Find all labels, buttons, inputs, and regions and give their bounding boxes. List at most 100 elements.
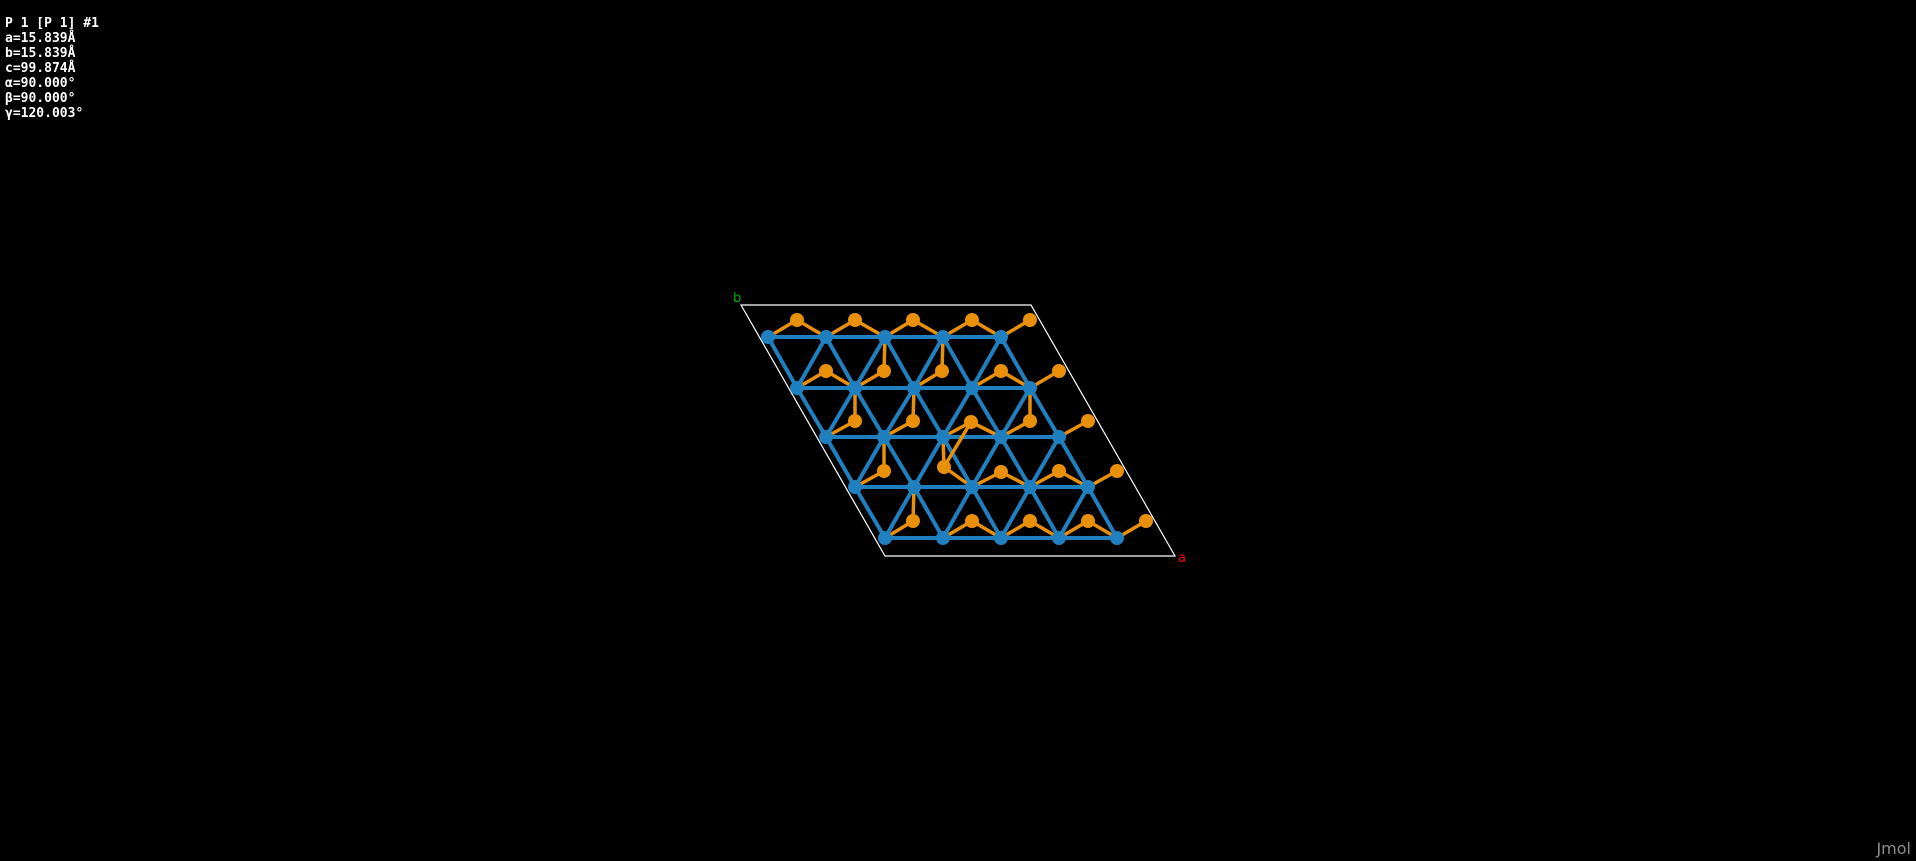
- blue-atom[interactable]: [994, 330, 1008, 344]
- blue-bond: [883, 485, 916, 540]
- blue-atom[interactable]: [848, 381, 862, 395]
- blue-atom[interactable]: [790, 381, 804, 395]
- blue-bond: [882, 435, 916, 489]
- blue-atom[interactable]: [819, 430, 833, 444]
- orange-atom[interactable]: [994, 364, 1008, 378]
- blue-atom[interactable]: [907, 381, 921, 395]
- blue-bond: [824, 335, 857, 390]
- blue-bond: [795, 386, 828, 439]
- blue-atom[interactable]: [936, 531, 950, 545]
- unit-cell-outline: [739, 304, 1177, 557]
- cell-a-label: a=15.839Å: [5, 31, 76, 46]
- blue-bond: [853, 386, 886, 439]
- blue-bond: [883, 335, 916, 390]
- orange-atom[interactable]: [1081, 414, 1095, 428]
- unit-cell-info: P 1 [P 1] #1 a=15.839Å b=15.839Å c=99.87…: [5, 16, 99, 121]
- blue-bond: [824, 435, 857, 489]
- orange-atom[interactable]: [819, 364, 833, 378]
- orange-bond: [942, 420, 973, 469]
- blue-bond: [941, 435, 974, 489]
- cell-alpha-label: α=90.000°: [5, 76, 76, 91]
- blue-bond: [941, 386, 974, 439]
- blue-atom[interactable]: [848, 480, 862, 494]
- blue-bond: [1028, 485, 1061, 540]
- blue-atom[interactable]: [907, 480, 921, 494]
- orange-atom[interactable]: [877, 464, 891, 478]
- cell-beta-label: β=90.000°: [5, 91, 76, 106]
- orange-atom[interactable]: [965, 313, 979, 327]
- blue-atom[interactable]: [994, 531, 1008, 545]
- blue-bond: [941, 485, 974, 540]
- blue-bond: [970, 435, 1003, 489]
- blue-bond: [970, 485, 1003, 540]
- orange-atom[interactable]: [1052, 364, 1066, 378]
- blue-atom[interactable]: [878, 531, 892, 545]
- blue-bond: [999, 386, 1032, 439]
- blue-atom[interactable]: [965, 480, 979, 494]
- orange-atom[interactable]: [906, 514, 920, 528]
- space-group-label: P 1 [P 1] #1: [5, 16, 99, 31]
- orange-atom[interactable]: [848, 313, 862, 327]
- orange-atom[interactable]: [1139, 514, 1153, 528]
- blue-atom[interactable]: [994, 430, 1008, 444]
- atom-layer: [761, 313, 1153, 545]
- blue-bond: [912, 485, 945, 540]
- blue-atom[interactable]: [965, 381, 979, 395]
- cell-gamma-label: γ=120.003°: [5, 106, 84, 121]
- blue-atom[interactable]: [1023, 480, 1037, 494]
- orange-atom[interactable]: [848, 414, 862, 428]
- blue-bond: [1086, 485, 1119, 540]
- orange-atom[interactable]: [1023, 514, 1037, 528]
- blue-bond: [970, 386, 1003, 439]
- blue-bond: [882, 386, 916, 439]
- blue-atom[interactable]: [1023, 381, 1037, 395]
- blue-bond: [1057, 435, 1090, 489]
- blue-atom[interactable]: [1110, 531, 1124, 545]
- blue-bond: [853, 485, 887, 540]
- blue-atom[interactable]: [936, 430, 950, 444]
- axis-a-label: a: [1178, 551, 1186, 566]
- blue-bond: [766, 335, 799, 390]
- jmol-watermark: Jmol: [1876, 839, 1911, 858]
- blue-bond: [970, 335, 1003, 390]
- orange-atom[interactable]: [935, 364, 949, 378]
- blue-atom[interactable]: [1052, 430, 1066, 444]
- orange-atom[interactable]: [1081, 514, 1095, 528]
- blue-atom[interactable]: [1052, 531, 1066, 545]
- bond-layer: [766, 318, 1148, 540]
- orange-atom[interactable]: [1023, 313, 1037, 327]
- blue-bond: [853, 335, 887, 390]
- blue-bond: [999, 435, 1032, 489]
- orange-atom[interactable]: [906, 313, 920, 327]
- blue-atom[interactable]: [878, 330, 892, 344]
- blue-bond: [1028, 435, 1061, 489]
- blue-bond: [824, 386, 857, 439]
- cell-c-label: c=99.874Å: [5, 61, 76, 76]
- blue-bond: [1057, 485, 1090, 540]
- blue-atom[interactable]: [936, 330, 950, 344]
- blue-bond: [912, 335, 945, 390]
- orange-atom[interactable]: [1110, 464, 1124, 478]
- cell-b-label: b=15.839Å: [5, 46, 76, 61]
- orange-atom[interactable]: [994, 465, 1008, 479]
- orange-atom[interactable]: [964, 415, 978, 429]
- axis-b-label: b: [733, 291, 741, 306]
- orange-atom[interactable]: [937, 460, 951, 474]
- orange-atom[interactable]: [965, 514, 979, 528]
- orange-atom[interactable]: [877, 364, 891, 378]
- blue-atom[interactable]: [877, 430, 891, 444]
- blue-bond: [1028, 386, 1061, 439]
- orange-atom[interactable]: [790, 313, 804, 327]
- orange-atom[interactable]: [1052, 464, 1066, 478]
- orange-atom[interactable]: [906, 414, 920, 428]
- blue-bond: [912, 386, 945, 439]
- blue-atom[interactable]: [761, 330, 775, 344]
- orange-atom[interactable]: [1023, 414, 1037, 428]
- blue-atom[interactable]: [819, 330, 833, 344]
- blue-atom[interactable]: [1081, 480, 1095, 494]
- blue-bond: [941, 335, 974, 390]
- blue-bond: [912, 435, 945, 489]
- blue-bond: [999, 335, 1032, 390]
